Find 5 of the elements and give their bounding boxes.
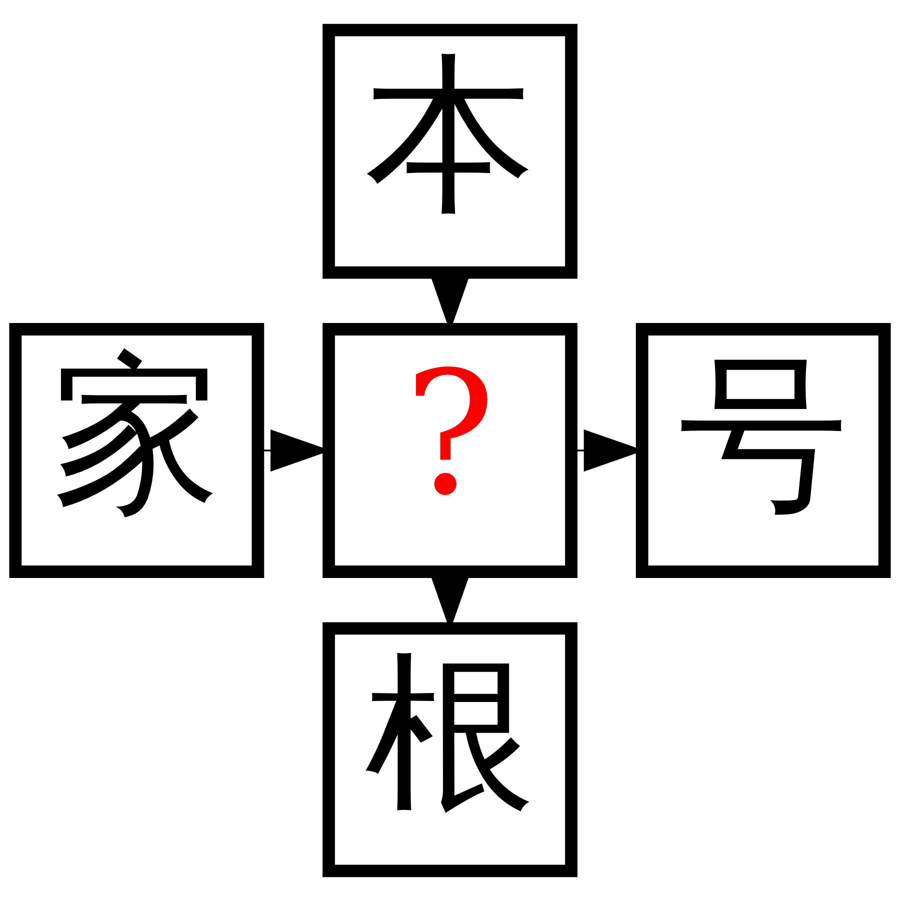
node-box: 本 (322, 23, 578, 278)
node-box: 号 (636, 322, 891, 578)
node-box: ? (322, 322, 578, 578)
node-box: 根 (322, 622, 578, 877)
node-box: 家 (9, 322, 264, 578)
